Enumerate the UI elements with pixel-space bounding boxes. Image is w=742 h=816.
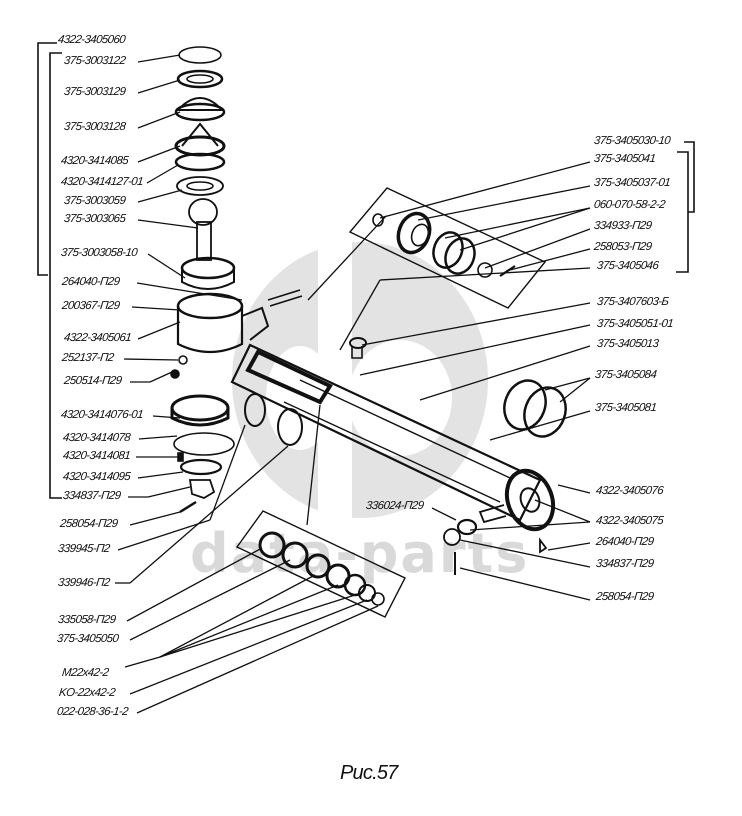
part-label: 375-3405013 [596, 338, 659, 350]
part-label: 4322-3405076 [595, 485, 664, 497]
part-label: 200367-П29 [61, 300, 120, 312]
part-label: 375-3407603-Б [596, 296, 669, 308]
part-label: 258054-П29 [595, 591, 654, 603]
part-label: 4322-3405060 [57, 34, 126, 46]
part-label: 4320-3414081 [62, 450, 131, 462]
part-label: 060-070-58-2-2 [593, 199, 666, 211]
part-label: 4320-3414127-01 [60, 176, 144, 188]
inset-box-bearing [235, 510, 406, 618]
part-label: 252137-П2 [61, 352, 115, 364]
part-label: 375-3003122 [63, 55, 126, 67]
part-label: 375-3405081 [594, 402, 657, 414]
part-label: 336024-П29 [365, 500, 424, 512]
bracket-375-3405041 [676, 151, 689, 273]
bracket-inner-left [49, 52, 62, 499]
part-label: M22x42-2 [61, 667, 109, 679]
part-label: 258054-П29 [59, 518, 118, 530]
part-label: 335058-П29 [57, 614, 116, 626]
figure-caption: Рис.57 [340, 762, 398, 784]
part-label: 334933-П29 [593, 220, 652, 232]
bracket-4322-3405060 [37, 42, 57, 276]
part-label: 375-3003058-10 [60, 247, 138, 259]
part-label: 339946-П2 [57, 577, 111, 589]
part-label: 339945-П2 [57, 543, 111, 555]
main-housing [230, 343, 542, 522]
part-label: 375-3405051-01 [596, 318, 674, 330]
part-label: 264040-П29 [595, 536, 654, 548]
part-label: 375-3405037-01 [593, 177, 671, 189]
part-label: 334837-П29 [62, 490, 121, 502]
bracket-375-3405030-10 [684, 141, 695, 213]
part-label: 4320-3414076-01 [60, 409, 144, 421]
part-label: 334837-П29 [595, 558, 654, 570]
part-label: 4322-3405075 [595, 515, 664, 527]
end-cap [504, 468, 556, 532]
part-label: 375-3003129 [63, 86, 126, 98]
part-label: 4320-3414085 [60, 155, 129, 167]
part-label: 258053-П29 [593, 241, 652, 253]
part-label: 4320-3414095 [62, 471, 131, 483]
part-label: 4322-3405061 [63, 332, 132, 344]
part-label: 250514-П29 [63, 375, 122, 387]
part-label: 375-3405046 [596, 260, 659, 272]
part-label: 375-3003065 [63, 213, 126, 225]
snap-ring-part [178, 46, 222, 64]
inset-box-valve [348, 187, 547, 309]
part-label: 4320-3414078 [62, 432, 131, 444]
part-label: 375-3405030-10 [593, 135, 671, 147]
part-label: 375-3405041 [593, 153, 656, 165]
part-label: 264040-П29 [61, 276, 120, 288]
part-label: 022-028-36-1-2 [56, 706, 129, 718]
part-label: 375-3405084 [594, 369, 657, 381]
part-label: KO-22x42-2 [58, 687, 116, 699]
part-label: 375-3003059 [63, 195, 126, 207]
part-label: 375-3003128 [63, 121, 126, 133]
part-label: 375-3405050 [56, 633, 119, 645]
